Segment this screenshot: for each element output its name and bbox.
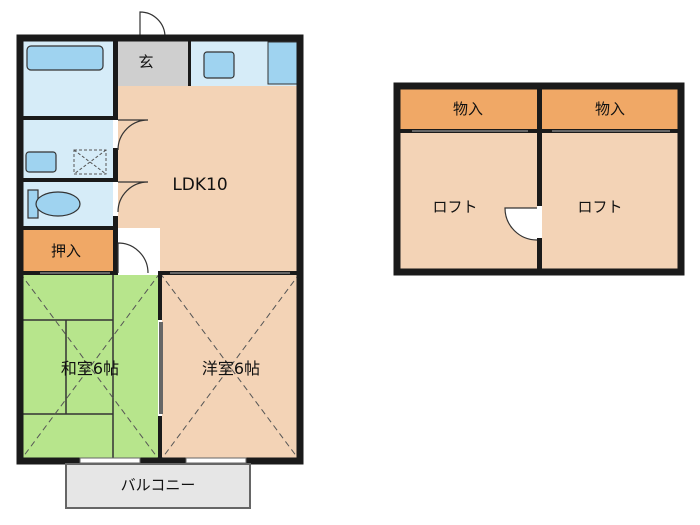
- loft-exterior-wall: [393, 82, 685, 276]
- loft-left-floor: [397, 132, 539, 272]
- loft-interior-walls: [397, 86, 681, 272]
- loft-door-swing: [504, 207, 538, 241]
- wash-basin-icon: [25, 151, 57, 173]
- label-balcony: バルコニー: [121, 476, 196, 494]
- storage-right: [539, 86, 681, 132]
- label-washitsu: 和室6帖: [61, 359, 119, 378]
- label-loft-right: ロフト: [577, 198, 622, 216]
- label-storage-right: 物入: [595, 100, 625, 118]
- loft-door-opening: [537, 206, 542, 238]
- bathtub-icon: [26, 45, 104, 71]
- label-ldk: LDK10: [172, 175, 227, 195]
- label-loft-left: ロフト: [432, 198, 477, 216]
- door-swings: [117, 11, 166, 274]
- tatami-lines: [20, 273, 114, 461]
- fridge-space-icon: [267, 41, 299, 85]
- label-closet: 押入: [51, 242, 81, 260]
- balcony-window-openings: [79, 457, 247, 464]
- label-entrance: 玄: [138, 53, 153, 71]
- label-storage-left: 物入: [453, 100, 483, 118]
- entrance-floor: [116, 38, 190, 86]
- toilet-icon: [27, 189, 81, 219]
- room-diagonals: [19, 272, 301, 462]
- washing-machine-icon: [73, 149, 107, 175]
- loft-right-floor: [539, 132, 681, 272]
- closet-area: [20, 228, 116, 273]
- balcony-floor: [65, 463, 251, 509]
- label-youshitsu: 洋室6帖: [202, 359, 260, 378]
- exterior-wall: [16, 34, 304, 465]
- sliding-doors: [40, 272, 290, 414]
- sink-icon: [203, 51, 235, 79]
- storage-left: [397, 86, 539, 132]
